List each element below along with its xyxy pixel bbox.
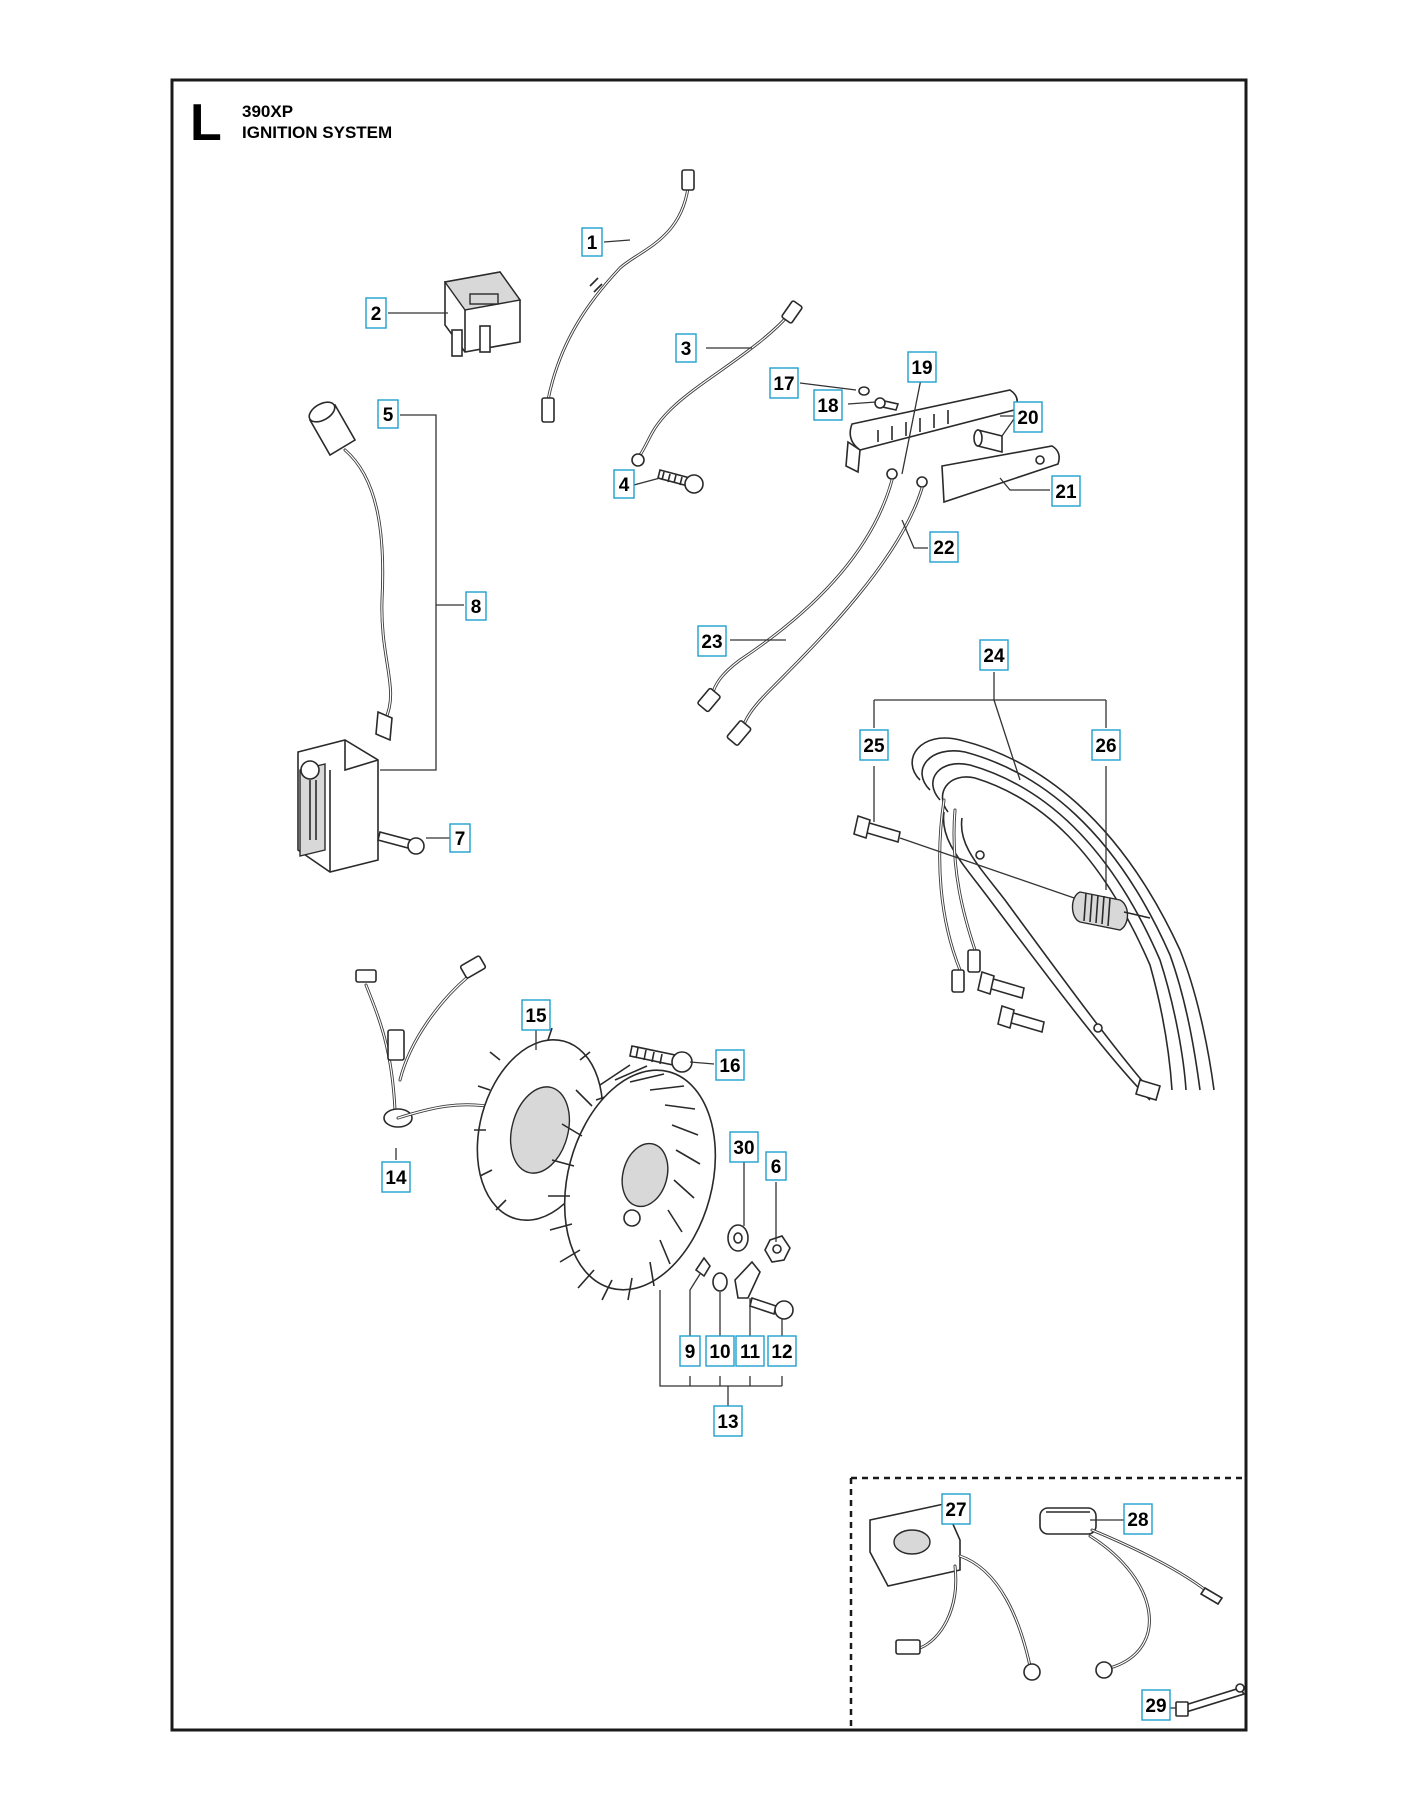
svg-text:27: 27 [945,1500,966,1521]
part-20-spacer [973,428,1003,454]
svg-text:6: 6 [771,1157,782,1178]
part-25-screw [853,814,1081,1034]
ignition-coil-body [297,739,379,873]
callout-30: 30 [729,1131,759,1163]
part-2-switch [443,271,522,357]
svg-text:20: 20 [1017,408,1038,429]
part-7-screw [377,831,425,855]
callout-13: 13 [713,1405,743,1437]
part-28-sensor [1039,1507,1224,1679]
callout-28: 28 [1123,1503,1153,1535]
svg-text:24: 24 [983,646,1005,667]
part-3-wire [631,300,803,467]
part-21-bracket [941,445,1060,504]
section-title: IGNITION SYSTEM [242,123,392,142]
svg-text:29: 29 [1145,1696,1166,1717]
callout-17: 17 [769,367,799,399]
callout-4: 4 [613,469,635,499]
callout-16: 16 [715,1049,745,1081]
callout-8: 8 [465,591,487,621]
svg-text:12: 12 [771,1342,792,1363]
svg-text:7: 7 [455,829,466,850]
part-5-spark-plug-cap [308,401,357,457]
callout-18: 18 [813,389,843,421]
svg-text:14: 14 [385,1168,407,1189]
svg-text:17: 17 [773,374,794,395]
callout-2: 2 [365,297,387,329]
svg-text:13: 13 [717,1412,738,1433]
flywheel [548,1064,717,1301]
terminals-19 [886,468,928,488]
svg-text:21: 21 [1055,482,1077,503]
part-30-washer [727,1224,749,1252]
svg-text:10: 10 [709,1342,730,1363]
svg-text:28: 28 [1127,1510,1148,1531]
callout-6: 6 [765,1151,787,1181]
callout-9: 9 [679,1335,701,1367]
callout-19: 19 [907,351,937,383]
part-17-washer [858,386,870,396]
part-11-pawl [734,1260,761,1299]
svg-text:26: 26 [1095,736,1116,757]
svg-text:30: 30 [733,1138,754,1159]
callout-26: 26 [1091,729,1121,761]
callout-11: 11 [735,1335,765,1367]
callout-20: 20 [1013,401,1043,433]
callout-5: 5 [377,399,399,429]
svg-text:11: 11 [740,1342,761,1363]
callout-14: 14 [381,1161,411,1193]
part-26-buffer-spring [1071,891,1151,931]
callout-29: 29 [1141,1689,1171,1721]
inset-box-border [849,1476,1246,1730]
callout-12: 12 [767,1335,797,1367]
svg-text:3: 3 [681,339,692,360]
svg-text:16: 16 [719,1056,740,1077]
callout-3: 3 [675,333,697,363]
part-19-plate [845,389,1018,474]
part-24-handle [911,737,1215,1101]
part-4-screw [657,469,704,494]
part-9-spring [694,1256,711,1278]
svg-text:5: 5 [383,405,394,426]
svg-text:8: 8 [471,597,482,618]
model-number: 390XP [242,102,293,121]
svg-text:1: 1 [587,233,598,254]
svg-text:4: 4 [619,475,630,496]
callout-24: 24 [979,639,1009,671]
part-16-screw [629,1045,693,1073]
svg-text:19: 19 [911,358,932,379]
callout-1: 1 [581,227,603,257]
callout-15: 15 [521,999,551,1031]
callout-7: 7 [449,823,471,853]
part-29-bracket [1175,1683,1246,1717]
callout-27: 27 [941,1493,971,1525]
part-27-module [869,1503,1041,1681]
callout-10: 10 [705,1335,735,1367]
part-8-coil-lead [343,448,393,742]
svg-text:9: 9 [685,1342,696,1363]
part-10-washer [712,1272,728,1292]
svg-text:18: 18 [817,396,838,417]
svg-text:25: 25 [863,736,885,757]
part-14-wire-harness [355,955,500,1128]
svg-text:23: 23 [701,632,722,653]
section-letter: L [190,94,222,152]
part-1-wire [541,169,695,423]
part-12-screw [749,1296,794,1320]
part-6-nut [764,1235,791,1263]
diagram-frame [170,78,1248,1732]
callout-21: 21 [1051,475,1081,507]
part-22-wire [726,486,924,746]
part-18-screw [874,397,900,411]
part-23-wire [697,478,894,713]
callout-23: 23 [697,625,727,657]
callout-22: 22 [929,531,959,563]
callout-25: 25 [859,729,889,761]
svg-text:22: 22 [933,538,954,559]
svg-text:15: 15 [525,1006,547,1027]
svg-text:2: 2 [371,304,382,325]
